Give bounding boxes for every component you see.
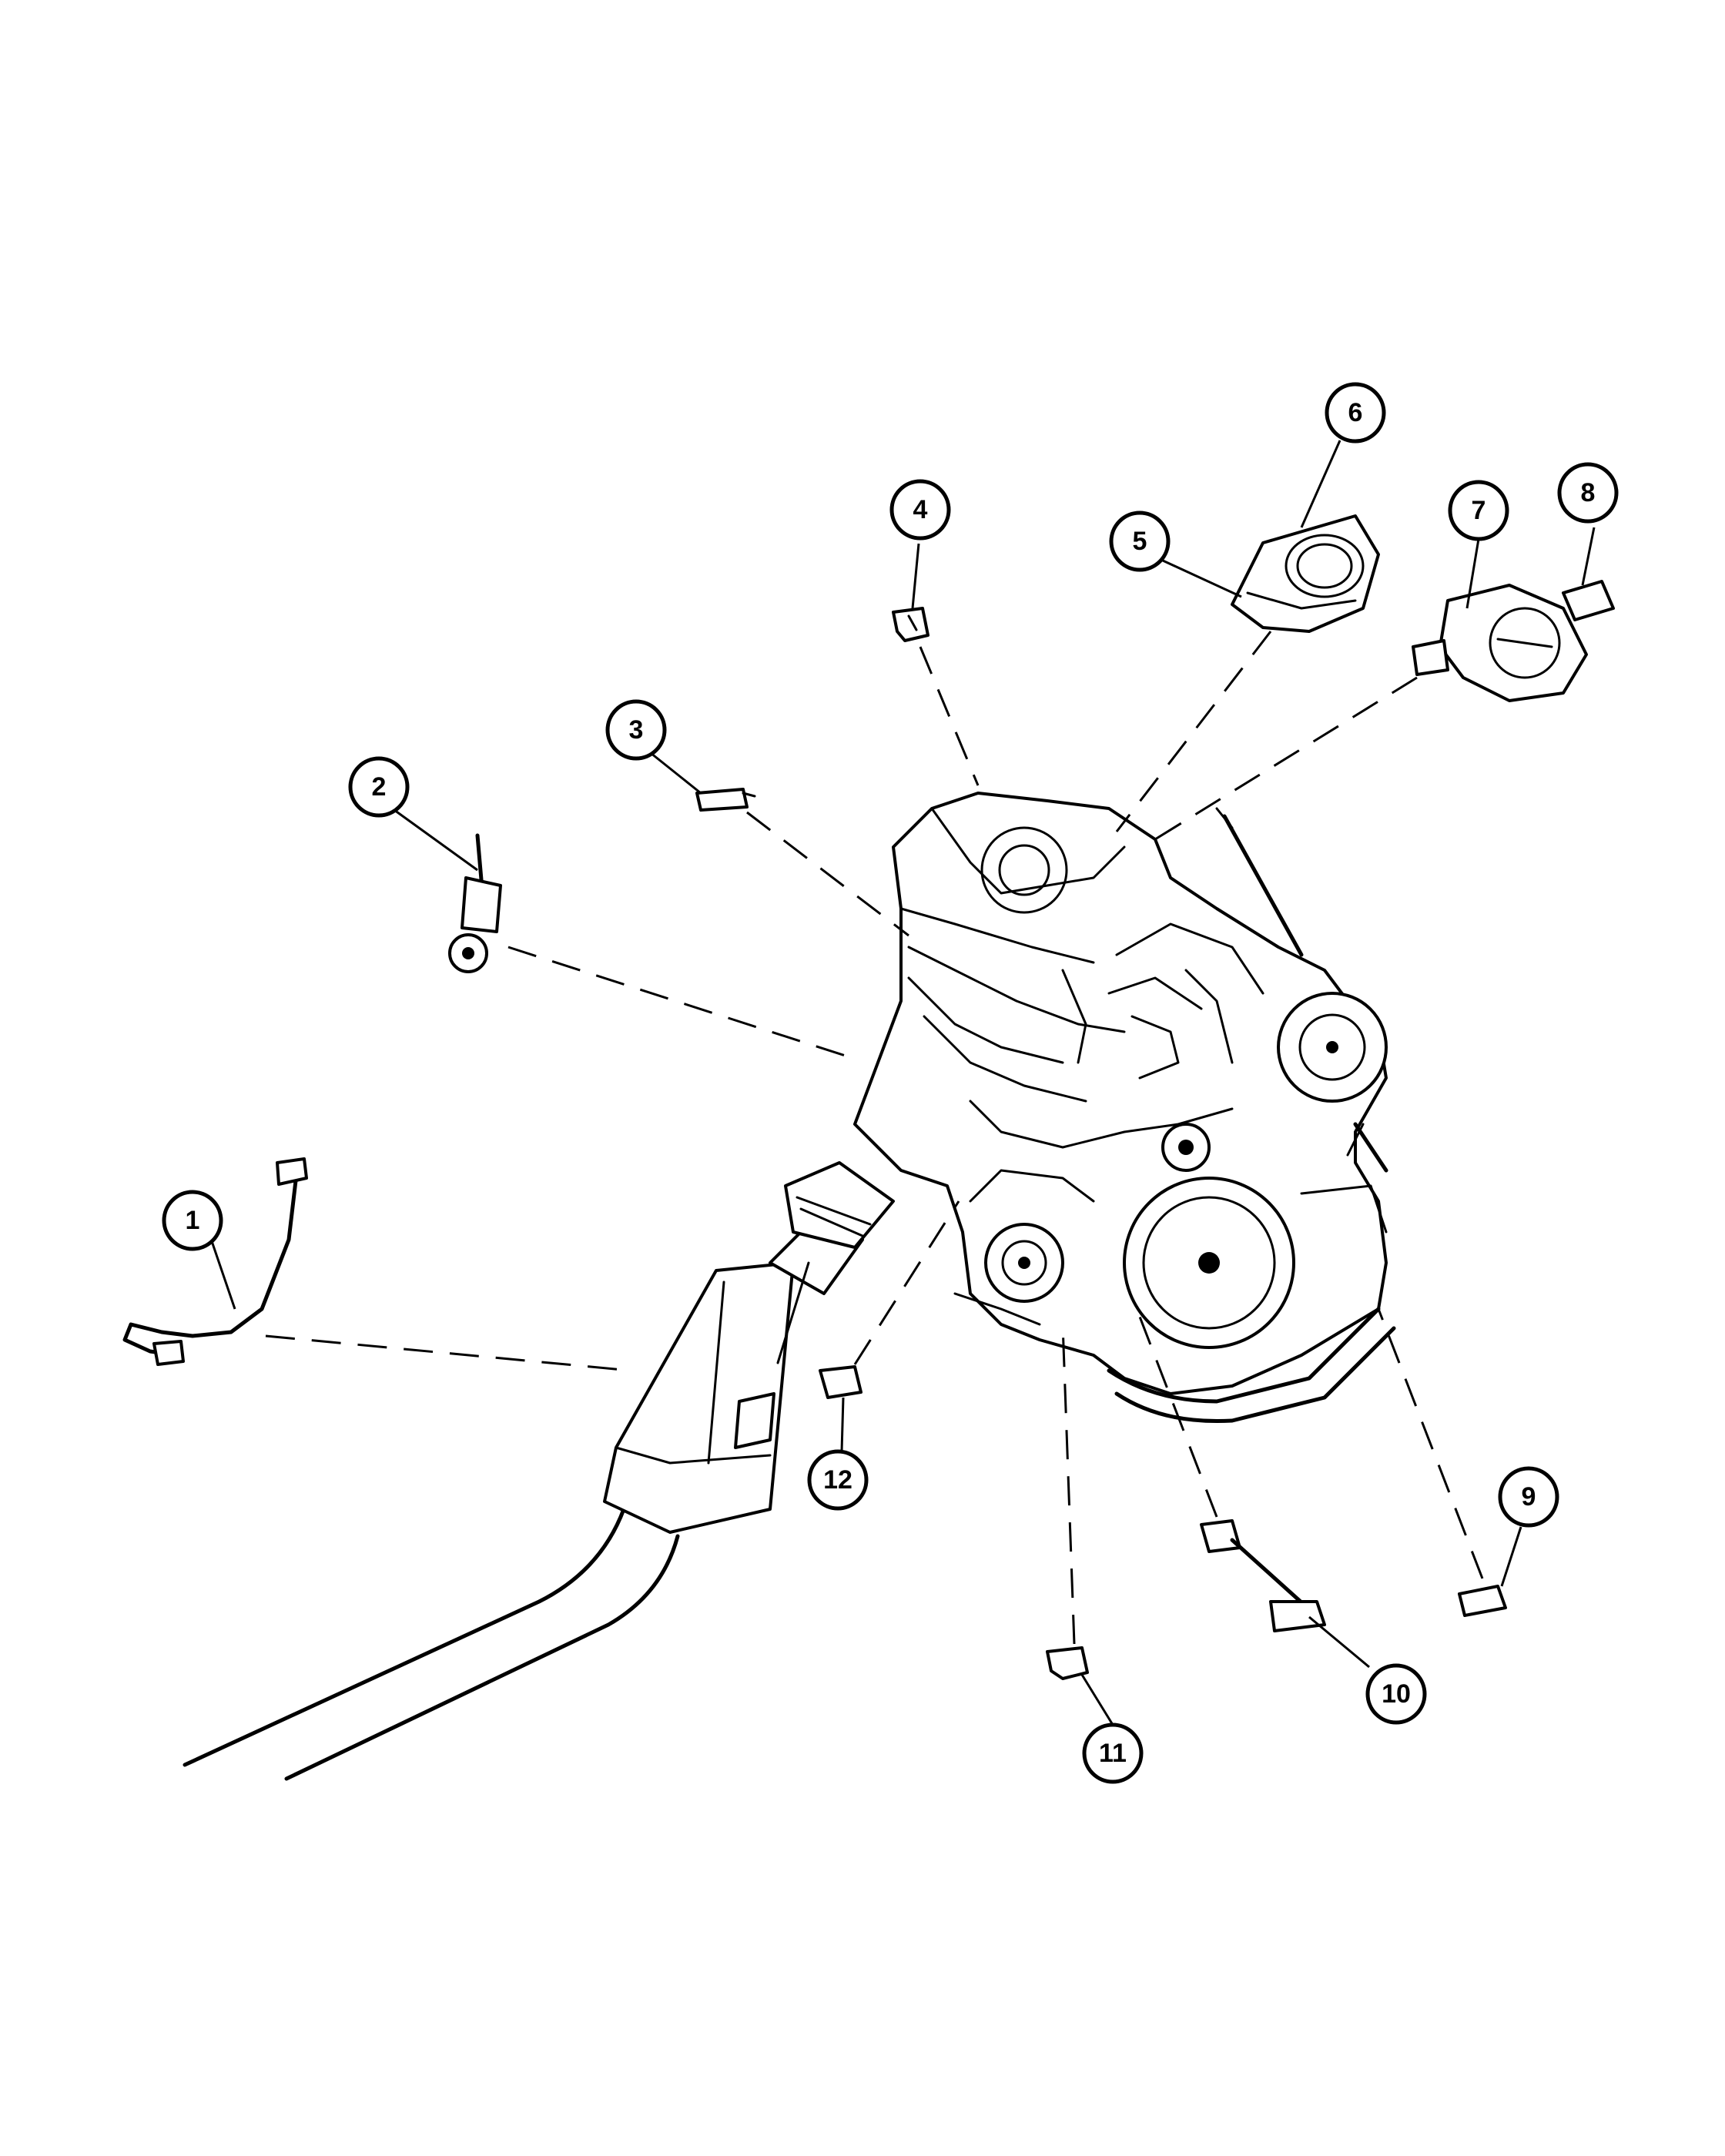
exhaust-assembly <box>183 1161 895 1781</box>
callout-3: 3 <box>605 699 667 761</box>
part-7-8-throttle-body <box>1412 580 1615 702</box>
callout-1: 1 <box>162 1190 223 1251</box>
part-12-sensor <box>819 1365 862 1399</box>
callout-5: 5 <box>1109 511 1171 572</box>
callout-label: 5 <box>1133 527 1147 556</box>
part-11-sensor <box>1046 1646 1089 1680</box>
callout-2: 2 <box>348 756 410 818</box>
callout-label: 3 <box>629 715 644 745</box>
part-10-sensor <box>1200 1519 1326 1632</box>
callout-label: 6 <box>1348 398 1363 427</box>
callout-7: 7 <box>1448 480 1509 541</box>
callout-leaders <box>210 440 1596 1726</box>
callout-label: 10 <box>1382 1679 1411 1709</box>
callout-4: 4 <box>889 479 951 541</box>
callout-11: 11 <box>1082 1722 1144 1784</box>
callout-6: 6 <box>1325 382 1386 444</box>
callout-label: 7 <box>1472 496 1486 525</box>
callout-label: 4 <box>913 495 928 524</box>
part-1-oxygen-sensor <box>122 1157 308 1366</box>
callout-label: 11 <box>1099 1739 1127 1768</box>
engine-assembly <box>853 792 1396 1424</box>
part-9-sensor <box>1458 1585 1507 1617</box>
callout-label: 12 <box>823 1465 852 1495</box>
callout-10: 10 <box>1365 1663 1427 1725</box>
callout-label: 9 <box>1522 1482 1536 1512</box>
part-5-6-intake-ring <box>1231 514 1380 633</box>
callout-label: 1 <box>186 1206 200 1235</box>
dashed-leaders <box>265 631 1484 1645</box>
callout-label: 8 <box>1581 478 1596 507</box>
part-3-sensor <box>695 788 756 812</box>
callout-label: 2 <box>372 772 387 802</box>
part-2-sensor <box>448 833 502 973</box>
callout-12: 12 <box>807 1449 869 1511</box>
part-4-sensor <box>892 607 929 642</box>
callout-8: 8 <box>1557 462 1619 524</box>
callout-9: 9 <box>1498 1466 1559 1528</box>
